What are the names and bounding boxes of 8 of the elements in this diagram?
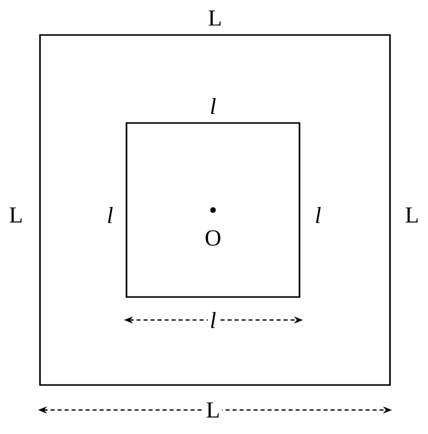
side-label: O (206, 230, 220, 246)
side-label: L (204, 400, 222, 420)
square (126, 122, 300, 298)
side-label: L (406, 207, 418, 223)
square (39, 34, 391, 386)
side-label: L (10, 207, 22, 223)
side-label: L (208, 10, 221, 26)
side-label: l (208, 310, 218, 330)
